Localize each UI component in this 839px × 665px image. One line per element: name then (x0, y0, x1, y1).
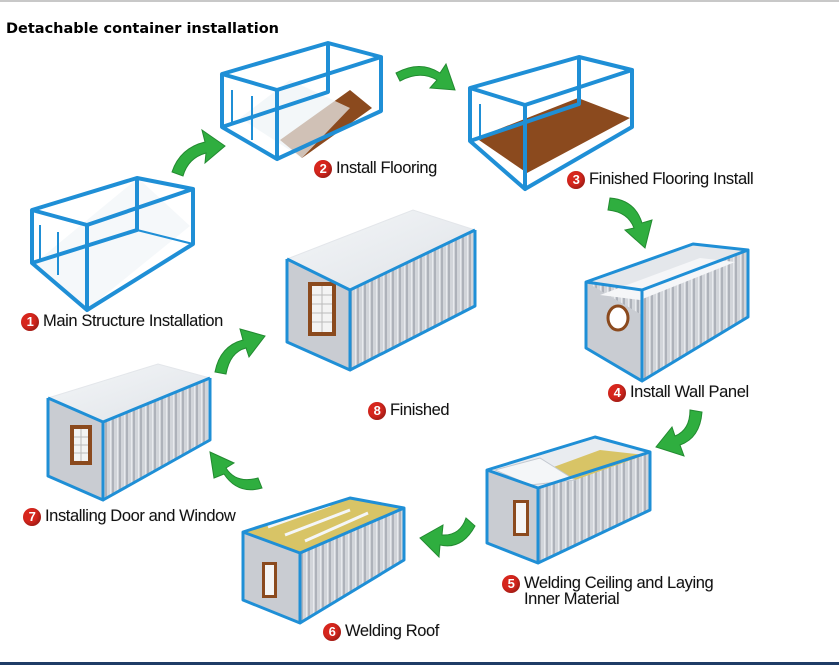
step-5-badge: 5 (502, 575, 520, 593)
step-2-badge: 2 (314, 160, 332, 178)
step-1-text: Main Structure Installation (43, 312, 223, 330)
step-5-label: 5 Welding Ceiling and Laying Inner Mater… (502, 574, 714, 608)
step-8-text: Finished (390, 401, 450, 419)
arrow-1-to-2-icon (171, 128, 226, 177)
container-step-6 (241, 496, 406, 625)
container-step-8 (285, 209, 477, 372)
container-step-7 (46, 363, 212, 502)
container-step-3 (468, 55, 634, 191)
arrow-4-to-5-icon (655, 409, 703, 457)
arrow-5-to-6-icon (419, 517, 476, 559)
step-8-badge: 8 (368, 402, 386, 420)
step-1-badge: 1 (21, 313, 39, 331)
step-5-text: Welding Ceiling and Laying (524, 574, 714, 592)
step-6-text: Welding Roof (345, 622, 439, 640)
step-3-label: 3 Finished Flooring Install (567, 170, 754, 189)
step-3-badge: 3 (567, 171, 585, 189)
container-step-2 (220, 41, 383, 161)
step-6-badge: 6 (323, 623, 341, 641)
step-4-label: 4 Install Wall Panel (608, 384, 749, 402)
step-5-text-line2: Inner Material (524, 590, 620, 608)
step-1-label: 1 Main Structure Installation (21, 313, 223, 331)
step-2-text: Install Flooring (336, 159, 437, 177)
top-border (0, 0, 839, 2)
arrow-7-to-1-icon (214, 328, 266, 375)
container-step-4 (584, 242, 750, 383)
step-4-badge: 4 (608, 384, 626, 402)
container-frame-step-1 (30, 176, 195, 312)
step-6-label: 6 Welding Roof (323, 623, 439, 641)
arrow-3-to-4-icon (607, 197, 653, 249)
bottom-border (0, 662, 839, 665)
step-7-text: Installing Door and Window (45, 507, 236, 525)
step-8-label: 8 Finished (368, 401, 450, 420)
step-2-label: 2 Install Flooring (314, 160, 437, 178)
diagram-title: Detachable container installation (6, 21, 279, 37)
step-4-text: Install Wall Panel (630, 383, 749, 401)
step-3-text: Finished Flooring Install (589, 170, 754, 188)
step-7-label: 7 Installing Door and Window (23, 507, 236, 526)
arrow-6-to-7-icon (209, 451, 263, 491)
container-step-5 (485, 435, 652, 565)
arrow-2-to-3-icon (395, 62, 456, 91)
step-7-badge: 7 (23, 508, 41, 526)
